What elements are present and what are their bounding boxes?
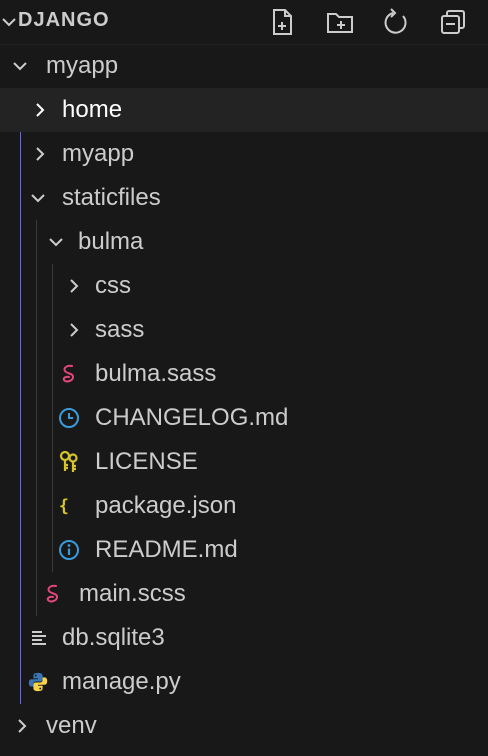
python-icon bbox=[27, 671, 49, 693]
tree-item-myapp-inner[interactable]: myapp bbox=[0, 132, 488, 176]
chevron-right-icon bbox=[30, 100, 50, 120]
chevron-right-icon bbox=[12, 716, 32, 736]
new-folder-icon[interactable] bbox=[324, 6, 356, 38]
chevron-right-icon bbox=[64, 320, 84, 340]
tree-item-label: manage.py bbox=[62, 668, 181, 695]
workspace-title: DJANGO bbox=[18, 9, 110, 31]
collapse-all-icon[interactable] bbox=[437, 6, 469, 38]
tree-item-sass[interactable]: sass bbox=[0, 308, 488, 352]
tree-item-label: bulma.sass bbox=[95, 360, 217, 387]
tree-item-bulma-sass[interactable]: bulma.sass bbox=[0, 352, 488, 396]
tree-item-bulma[interactable]: bulma bbox=[0, 220, 488, 264]
chevron-down-icon bbox=[28, 188, 48, 208]
tree-item-venv[interactable]: venv bbox=[0, 704, 488, 748]
chevron-right-icon bbox=[30, 144, 50, 164]
tree-item-label: CHANGELOG.md bbox=[95, 404, 289, 431]
explorer-header[interactable]: DJANGO bbox=[0, 0, 488, 45]
text-file-icon bbox=[28, 627, 50, 649]
tree-item-label: sass bbox=[95, 316, 145, 343]
indent-guide bbox=[36, 220, 37, 616]
svg-text:{ }: { } bbox=[59, 497, 80, 516]
tree-item-myapp-root[interactable]: myapp bbox=[0, 44, 488, 88]
tree-item-label: bulma bbox=[78, 228, 144, 255]
tree-item-label: staticfiles bbox=[62, 184, 161, 211]
tree-item-label: LICENSE bbox=[95, 448, 198, 475]
tree-item-label: myapp bbox=[46, 52, 119, 79]
keys-icon bbox=[58, 450, 80, 473]
tree-item-label: main.scss bbox=[79, 580, 186, 607]
tree-item-staticfiles[interactable]: staticfiles bbox=[0, 176, 488, 220]
tree-item-license[interactable]: LICENSE bbox=[0, 440, 488, 484]
new-file-icon[interactable] bbox=[267, 6, 299, 38]
tree-item-label: css bbox=[95, 272, 131, 299]
chevron-right-icon bbox=[64, 276, 84, 296]
clock-icon bbox=[58, 407, 80, 429]
indent-guide bbox=[52, 264, 53, 572]
tree-item-label: home bbox=[62, 96, 123, 123]
tree-item-label: myapp bbox=[62, 140, 135, 167]
json-braces-icon: { } bbox=[58, 495, 80, 517]
info-icon bbox=[58, 539, 80, 561]
sass-file-icon bbox=[58, 363, 80, 385]
sass-file-icon bbox=[42, 583, 64, 605]
tree-item-package-json[interactable]: { } package.json bbox=[0, 484, 488, 528]
tree-item-css[interactable]: css bbox=[0, 264, 488, 308]
tree-item-changelog[interactable]: CHANGELOG.md bbox=[0, 396, 488, 440]
tree-item-label: db.sqlite3 bbox=[62, 624, 165, 651]
tree-item-readme[interactable]: README.md bbox=[0, 528, 488, 572]
tree-item-db-sqlite[interactable]: db.sqlite3 bbox=[0, 616, 488, 660]
chevron-down-icon bbox=[46, 232, 66, 252]
tree-item-label: venv bbox=[46, 712, 97, 739]
tree-item-label: README.md bbox=[95, 536, 238, 563]
tree-item-label: package.json bbox=[95, 492, 237, 519]
indent-guide bbox=[20, 88, 21, 704]
chevron-down-icon[interactable] bbox=[0, 12, 18, 32]
tree-item-main-scss[interactable]: main.scss bbox=[0, 572, 488, 616]
tree-item-home[interactable]: home bbox=[0, 88, 488, 132]
tree-item-manage-py[interactable]: manage.py bbox=[0, 660, 488, 704]
refresh-icon[interactable] bbox=[380, 6, 412, 38]
chevron-down-icon bbox=[10, 56, 30, 76]
